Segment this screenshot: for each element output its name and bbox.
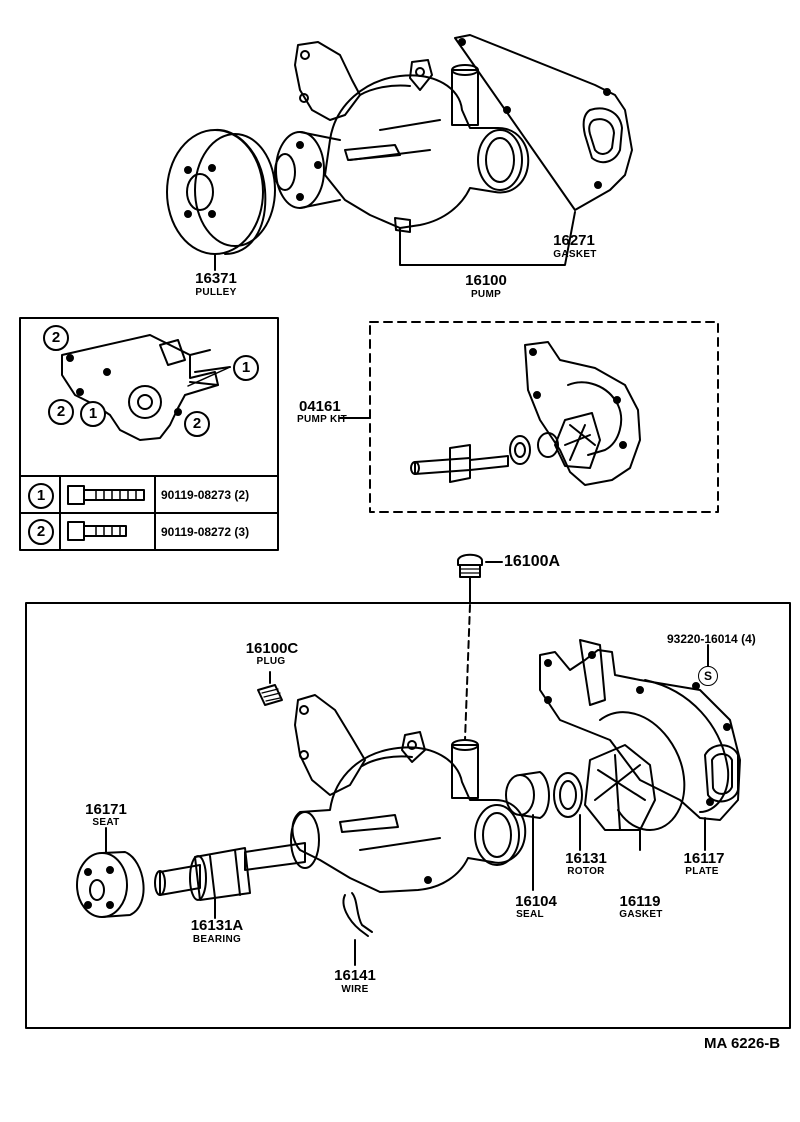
main-exploded-box <box>25 577 791 1029</box>
main-seat-drawing <box>76 827 145 918</box>
rotor-part-number: 16131 <box>565 850 607 867</box>
small-plug-drawing <box>257 671 283 706</box>
top-gasket-label: GASKET <box>553 249 597 260</box>
inset-callout-1b: 1 <box>80 401 106 427</box>
pump-kit-part-number: 04161 <box>299 398 341 415</box>
main-bearing-drawing <box>154 842 306 919</box>
seat-part-number: 16171 <box>85 801 127 818</box>
rotor-label: ROTOR <box>567 866 605 877</box>
wire-label: WIRE <box>341 984 369 995</box>
inset-callout-1a: 1 <box>233 355 259 381</box>
inset-leaders <box>187 367 229 387</box>
plate-part-number: 16117 <box>683 850 725 867</box>
top-pulley-drawing <box>166 128 276 271</box>
top-pump-drawing <box>274 41 576 266</box>
inset-callout-2a: 2 <box>43 325 69 351</box>
seat-label: SEAT <box>92 817 120 828</box>
pulley-label: PULLEY <box>195 287 237 298</box>
plug-label: PLUG <box>256 656 286 667</box>
main-pump-body-drawing <box>290 694 527 893</box>
bolt-row-1-mark: 1 <box>28 483 54 509</box>
plug-part-number: 16100C <box>245 640 299 657</box>
pump-part-number: 16100 <box>465 272 507 289</box>
main-wire-drawing <box>342 892 373 966</box>
main-plate-drawing <box>539 639 741 851</box>
pump-kit-label: PUMP KIT <box>297 414 347 425</box>
seal-part-number: 16104 <box>515 893 557 910</box>
screw-part-number: 93220-16014 (4) <box>667 632 756 646</box>
drain-plug-part-number: 16100A <box>504 553 561 570</box>
screw-mark: S <box>698 666 718 686</box>
bolt-row-1-part: 90119-08273 (2) <box>161 488 250 502</box>
pump-label: PUMP <box>470 289 502 300</box>
plate-label: PLATE <box>685 866 719 877</box>
diagram-code: MA 6226-B <box>704 1035 781 1052</box>
top-gasket-part-number: 16271 <box>553 232 595 249</box>
inset-callout-2b: 2 <box>48 399 74 425</box>
bolt-inset-box <box>19 317 279 551</box>
main-seal-drawing <box>505 771 583 891</box>
top-gasket-drawing <box>454 34 633 211</box>
drain-plug-drawing <box>457 553 503 578</box>
seal-label: SEAL <box>516 909 544 920</box>
bearing-part-number: 16131A <box>190 917 244 934</box>
inset-callout-2c: 2 <box>184 411 210 437</box>
wire-part-number: 16141 <box>334 967 376 984</box>
pump-kit-box <box>339 321 719 513</box>
main-gasket-label: GASKET <box>619 909 663 920</box>
bolt-row-2-mark: 2 <box>28 519 54 545</box>
pulley-part-number: 16371 <box>195 270 237 287</box>
main-gasket-part-number: 16119 <box>619 893 661 910</box>
bearing-label: BEARING <box>192 934 242 945</box>
bolt-row-2-part: 90119-08272 (3) <box>161 525 250 539</box>
